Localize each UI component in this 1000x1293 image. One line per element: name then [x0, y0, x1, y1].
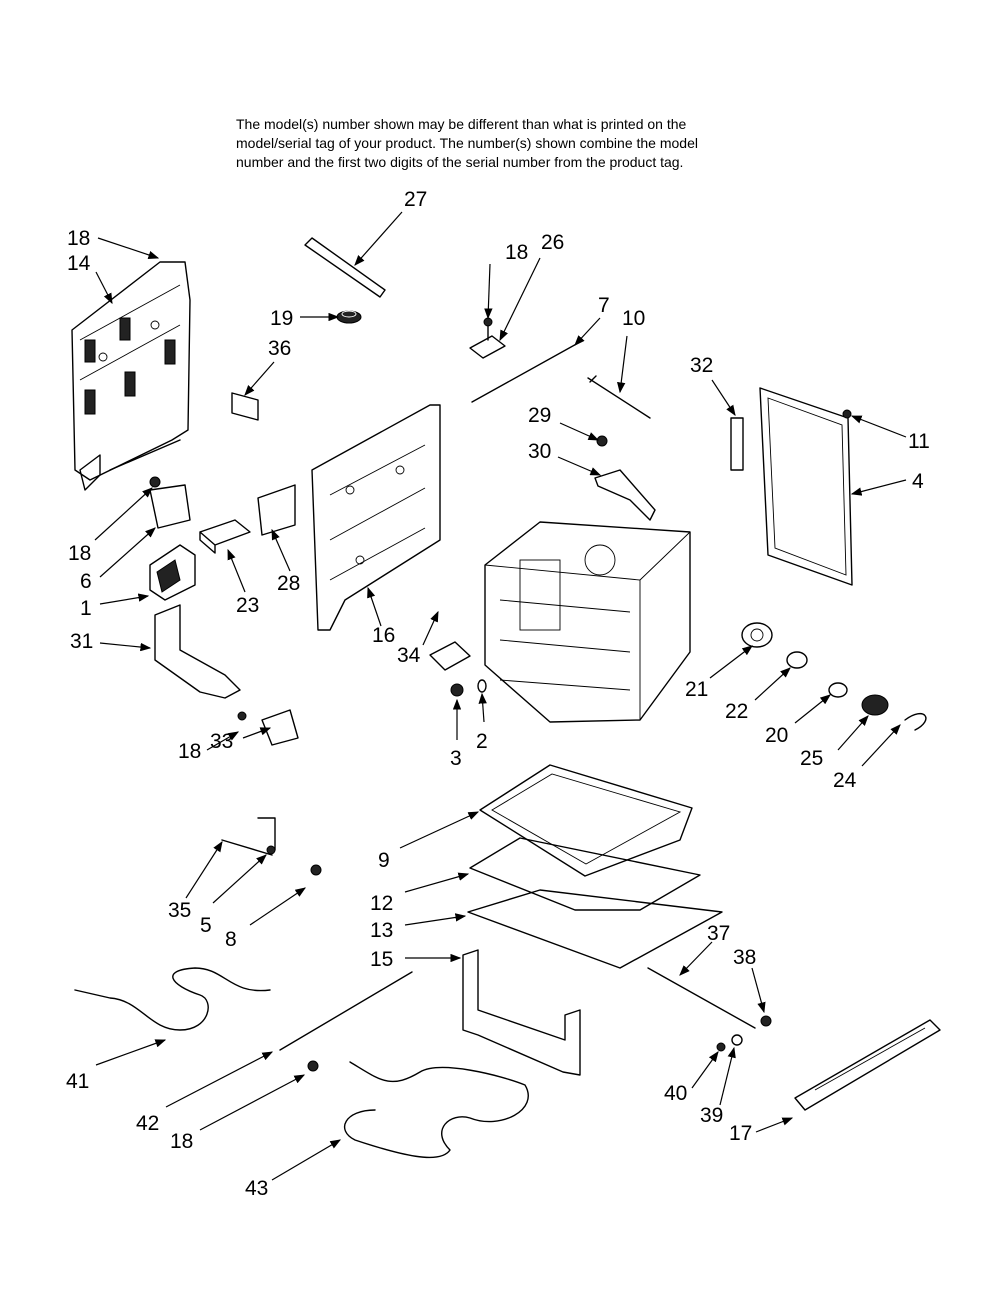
gasket-part-34: [429, 641, 471, 671]
bracket-part-28: [257, 484, 296, 536]
oven-cavity-assembly: [484, 521, 691, 723]
leader-lines: [94, 211, 907, 1181]
frame-part-15: [462, 949, 581, 1076]
callout-38: 38: [733, 946, 756, 969]
callout-41: 41: [66, 1070, 89, 1093]
callout-18: 18: [505, 241, 528, 264]
element-part-41: [74, 967, 271, 1031]
bottom-tray-part-9: [479, 764, 693, 877]
left-bracket-group: [149, 476, 241, 699]
callout-43: 43: [245, 1177, 268, 1200]
callout-17: 17: [729, 1122, 752, 1145]
bracket-part-33: [261, 709, 299, 746]
callout-30: 30: [528, 440, 551, 463]
callout-31: 31: [70, 630, 93, 653]
callout-3: 3: [450, 747, 462, 770]
probe-part-7: [471, 341, 581, 403]
nut-part-38: [760, 1015, 772, 1027]
callout-40: 40: [664, 1082, 687, 1105]
screw-part-29: [596, 435, 608, 447]
bolt-part-35: [221, 817, 276, 856]
callout-10: 10: [622, 307, 645, 330]
vent-part-17: [794, 1019, 941, 1111]
callout-26: 26: [541, 231, 564, 254]
callout-18: 18: [178, 740, 201, 763]
callout-39: 39: [700, 1104, 723, 1127]
callout-20: 20: [765, 724, 788, 747]
bracket-part-30: [594, 469, 656, 521]
callout-5: 5: [200, 914, 212, 937]
callout-8: 8: [225, 928, 237, 951]
callout-34: 34: [397, 644, 421, 667]
door-glass-part-4: [759, 387, 853, 586]
callout-29: 29: [528, 404, 551, 427]
callout-6: 6: [80, 570, 92, 593]
seal-part-32: [730, 417, 744, 471]
callout-42: 42: [136, 1112, 159, 1135]
callout-24: 24: [833, 769, 857, 792]
callout-18: 18: [170, 1130, 193, 1153]
washer-part-39: [731, 1034, 743, 1046]
rod-part-37: [647, 967, 756, 1029]
washer-part-2: [477, 679, 487, 693]
callout-23: 23: [236, 594, 259, 617]
callout-4: 4: [912, 470, 924, 493]
callout-37: 37: [707, 922, 730, 945]
strip-part-27: [304, 237, 386, 298]
callout-16: 16: [372, 624, 395, 647]
callout-27: 27: [404, 188, 427, 211]
callout-28: 28: [277, 572, 300, 595]
screw-part-3: [450, 683, 464, 697]
callout-11: 11: [908, 430, 930, 453]
callout-1: 1: [80, 597, 92, 620]
grommet-part-19: [336, 310, 362, 324]
callout-33: 33: [210, 730, 233, 753]
callout-2: 2: [476, 730, 488, 753]
callout-22: 22: [725, 700, 748, 723]
screw-part-8: [310, 864, 322, 876]
notice-line-3: number and the first two digits of the s…: [236, 154, 684, 170]
callout-9: 9: [378, 849, 390, 872]
nut-part-5: [266, 845, 276, 855]
panel-part-12: [469, 837, 701, 911]
callout-18: 18: [68, 542, 91, 565]
callout-36: 36: [268, 337, 291, 360]
callout-labels: 18 14 27 18 26 19 7 10 36 32 29 11 30 4 …: [66, 188, 930, 1200]
callout-18: 18: [67, 227, 90, 250]
model-number-notice: The model(s) number shown may be differe…: [236, 115, 796, 172]
callout-25: 25: [800, 747, 823, 770]
notice-line-1: The model(s) number shown may be differe…: [236, 116, 687, 132]
lamp-assembly: [741, 622, 927, 731]
callout-7: 7: [598, 294, 610, 317]
callout-32: 32: [690, 354, 713, 377]
callout-21: 21: [685, 678, 708, 701]
screw-part-40: [716, 1042, 726, 1052]
rod-part-42: [279, 971, 413, 1051]
callout-12: 12: [370, 892, 393, 915]
callout-14: 14: [67, 252, 91, 275]
callout-19: 19: [270, 307, 293, 330]
clip-part-11: [842, 409, 852, 419]
element-part-43: [343, 1061, 529, 1159]
callout-35: 35: [168, 899, 191, 922]
thermostat-part-26: [469, 317, 506, 359]
callout-13: 13: [370, 919, 393, 942]
block-part-23: [199, 519, 251, 554]
side-panel-part-16: [311, 404, 441, 631]
plate-part-13: [467, 889, 723, 969]
plate-part-36: [231, 392, 259, 421]
rear-panel-part-14: [71, 261, 191, 491]
callout-15: 15: [370, 948, 393, 971]
sensor-part-10: [587, 375, 651, 419]
notice-line-2: model/serial tag of your product. The nu…: [236, 135, 698, 151]
